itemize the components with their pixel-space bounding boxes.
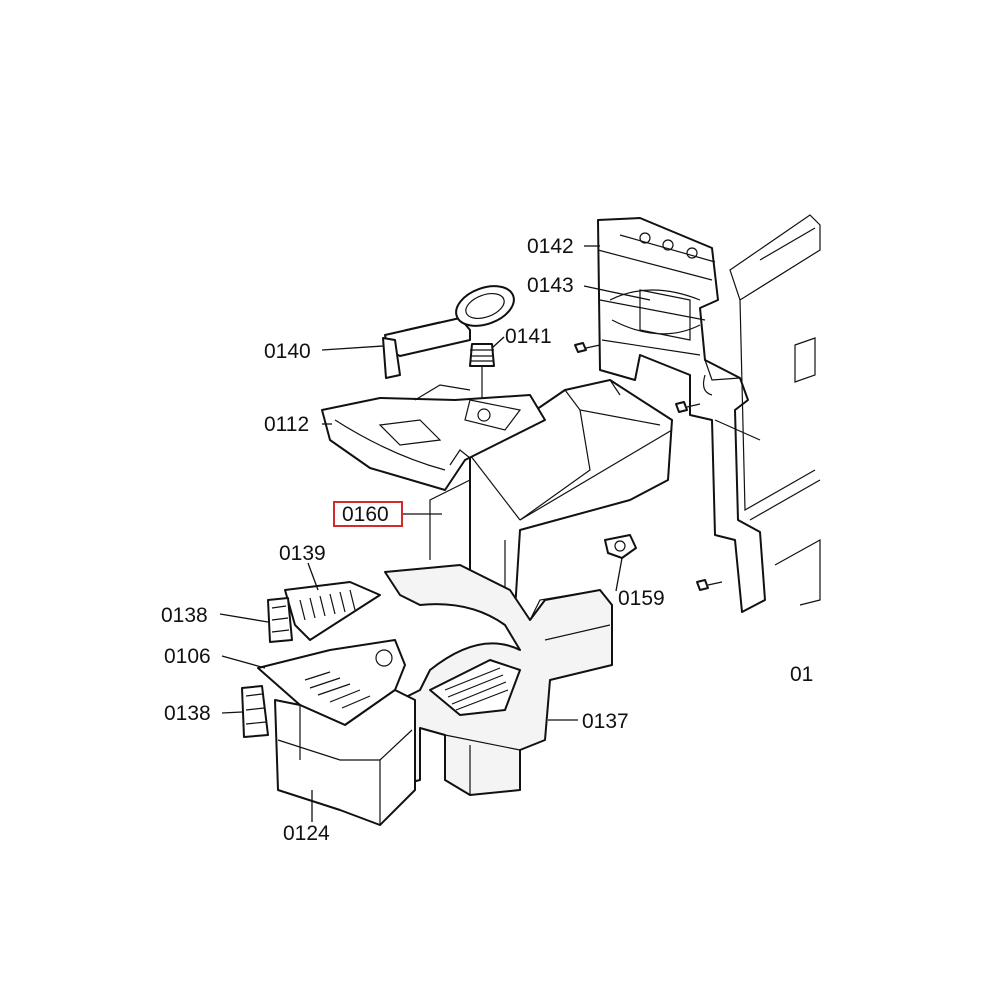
label-0139: 0139 bbox=[279, 542, 326, 565]
label-0138-lower: 0138 bbox=[164, 702, 211, 725]
part-0138-clips bbox=[241, 597, 293, 738]
part-0140-lever bbox=[382, 285, 515, 379]
screw-fasteners bbox=[574, 342, 723, 591]
label-0124: 0124 bbox=[283, 822, 330, 845]
part-0112-tray-and-0160-container bbox=[321, 379, 673, 611]
part-labels: 0142 0143 0140 0141 0112 0160 0139 0159 … bbox=[161, 235, 813, 845]
label-partial-right: 01 bbox=[790, 663, 813, 686]
label-0138-upper: 0138 bbox=[161, 604, 208, 627]
label-0112: 0112 bbox=[264, 413, 309, 436]
highlight-box-0160 bbox=[333, 501, 403, 527]
housing-frame bbox=[597, 214, 821, 613]
part-0159-clip bbox=[604, 534, 637, 559]
label-0159: 0159 bbox=[618, 587, 665, 610]
part-0141-spring bbox=[469, 343, 495, 412]
part-0139-grill bbox=[284, 581, 521, 716]
label-0160: 0160 bbox=[342, 503, 389, 526]
part-0106-cover-and-0124-drawer bbox=[257, 639, 416, 826]
label-0106: 0106 bbox=[164, 645, 211, 668]
label-0141: 0141 bbox=[505, 325, 552, 348]
label-0137: 0137 bbox=[582, 710, 629, 733]
label-0140: 0140 bbox=[264, 340, 311, 363]
leader-lines bbox=[219, 245, 651, 822]
label-0142: 0142 bbox=[527, 235, 574, 258]
label-0143: 0143 bbox=[527, 274, 574, 297]
